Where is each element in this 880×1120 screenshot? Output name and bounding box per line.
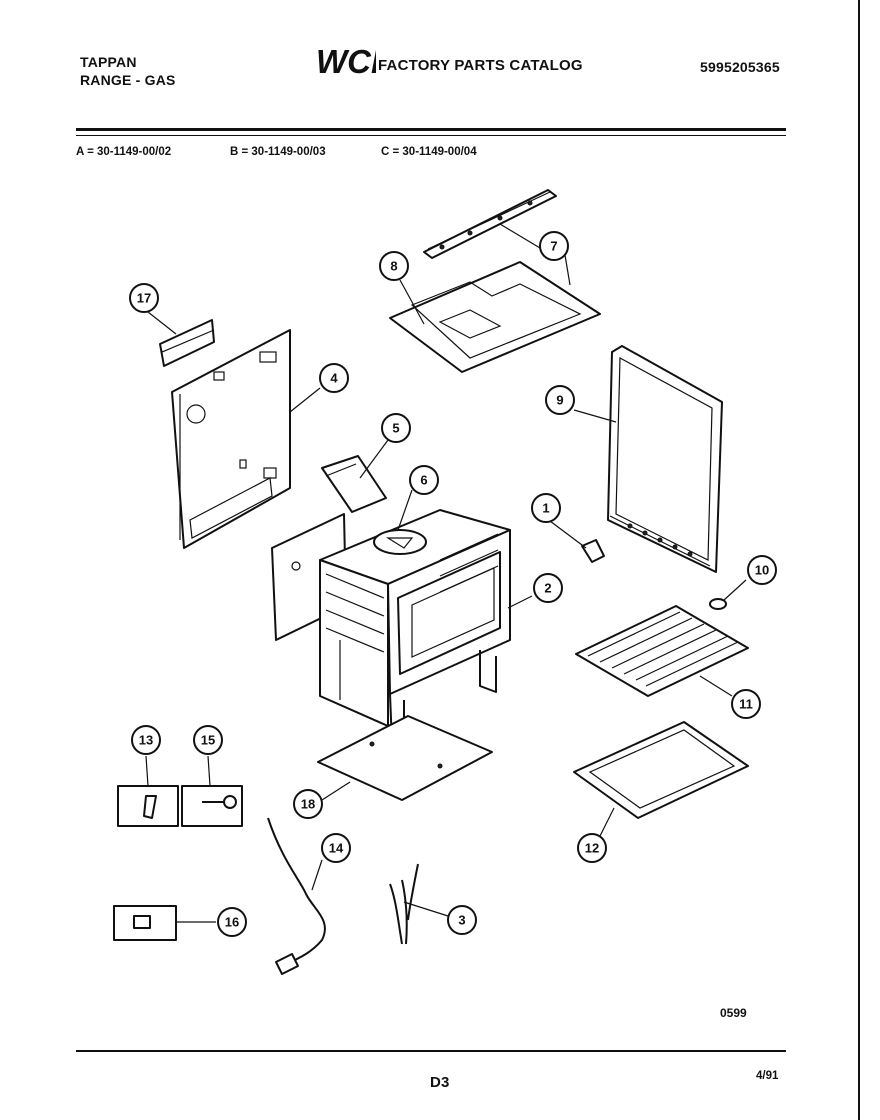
header-rule-thick bbox=[76, 128, 786, 131]
callout-17: 17 bbox=[129, 283, 159, 313]
callout-12: 12 bbox=[577, 833, 607, 863]
part-6-burner bbox=[373, 529, 427, 555]
leader-lines bbox=[145, 223, 747, 923]
wci-logo-mark: WCI bbox=[316, 43, 381, 80]
part-3-clips bbox=[389, 863, 419, 945]
model-c: C = 30-1149-00/04 bbox=[381, 146, 477, 158]
product-type: RANGE - GAS bbox=[80, 72, 176, 88]
callout-3-label: 3 bbox=[458, 913, 465, 928]
callout-1-label: 1 bbox=[542, 501, 549, 516]
wci-logo: WCI bbox=[314, 43, 381, 83]
catalog-title: FACTORY PARTS CATALOG bbox=[378, 57, 583, 74]
part-15-box bbox=[181, 785, 243, 827]
callout-16-label: 16 bbox=[225, 915, 239, 930]
model-b: B = 30-1149-00/03 bbox=[230, 146, 326, 158]
callout-9: 9 bbox=[545, 385, 575, 415]
callout-4-label: 4 bbox=[330, 371, 338, 386]
part-4-back-panel bbox=[171, 329, 291, 549]
part-10-fitting bbox=[709, 598, 727, 610]
callout-5: 5 bbox=[381, 413, 411, 443]
callout-1: 1 bbox=[531, 493, 561, 523]
revision-date: 4/91 bbox=[756, 1070, 779, 1082]
catalog-number: 5995205365 bbox=[700, 59, 780, 75]
part-11-oven-rack bbox=[575, 605, 749, 697]
callout-16: 16 bbox=[217, 907, 247, 937]
callout-13-label: 13 bbox=[139, 733, 153, 748]
callout-7-label: 7 bbox=[550, 239, 557, 254]
callout-8-label: 8 bbox=[390, 259, 397, 274]
callout-6: 6 bbox=[409, 465, 439, 495]
part-18-bottom-panel bbox=[317, 715, 493, 801]
footer-rule bbox=[76, 1050, 786, 1052]
callout-14: 14 bbox=[321, 833, 351, 863]
page-edge bbox=[858, 0, 860, 1120]
callout-2: 2 bbox=[533, 573, 563, 603]
callout-14-label: 14 bbox=[329, 841, 344, 856]
callout-3: 3 bbox=[447, 905, 477, 935]
wci-logo-text: WCI bbox=[316, 44, 376, 78]
model-a: A = 30-1149-00/02 bbox=[76, 146, 172, 158]
part-9-oven-door bbox=[607, 345, 723, 573]
callout-11: 11 bbox=[731, 689, 761, 719]
callout-6-label: 6 bbox=[420, 473, 427, 488]
part-14-power-cord bbox=[267, 817, 326, 975]
part-7-top-trim bbox=[423, 189, 557, 259]
callout-15: 15 bbox=[193, 725, 223, 755]
callout-9-label: 9 bbox=[556, 393, 563, 408]
reference-code: 0599 bbox=[720, 1006, 747, 1020]
callout-5-label: 5 bbox=[392, 421, 399, 436]
callout-17-label: 17 bbox=[137, 291, 151, 306]
callout-8: 8 bbox=[379, 251, 409, 281]
callout-4: 4 bbox=[319, 363, 349, 393]
callout-11-label: 11 bbox=[739, 697, 753, 712]
callout-10-label: 10 bbox=[755, 563, 769, 578]
part-5-flue bbox=[321, 455, 387, 513]
brand-name: TAPPAN bbox=[80, 54, 137, 70]
callout-18-label: 18 bbox=[301, 797, 315, 812]
callout-2-label: 2 bbox=[544, 581, 551, 596]
part-8-cooktop bbox=[389, 254, 601, 373]
part-13-box bbox=[117, 785, 179, 827]
part-17-bracket bbox=[159, 319, 215, 367]
callout-12-label: 12 bbox=[585, 841, 599, 856]
callout-18: 18 bbox=[293, 789, 323, 819]
part-1-clip bbox=[581, 539, 605, 563]
part-12-broiler-pan bbox=[573, 721, 749, 819]
callout-15-label: 15 bbox=[201, 733, 215, 748]
callout-7: 7 bbox=[539, 231, 569, 261]
callout-10: 10 bbox=[747, 555, 777, 585]
header-rule-thin bbox=[76, 135, 786, 136]
part-16-box bbox=[113, 905, 177, 941]
page-number: D3 bbox=[430, 1074, 450, 1091]
callout-13: 13 bbox=[131, 725, 161, 755]
